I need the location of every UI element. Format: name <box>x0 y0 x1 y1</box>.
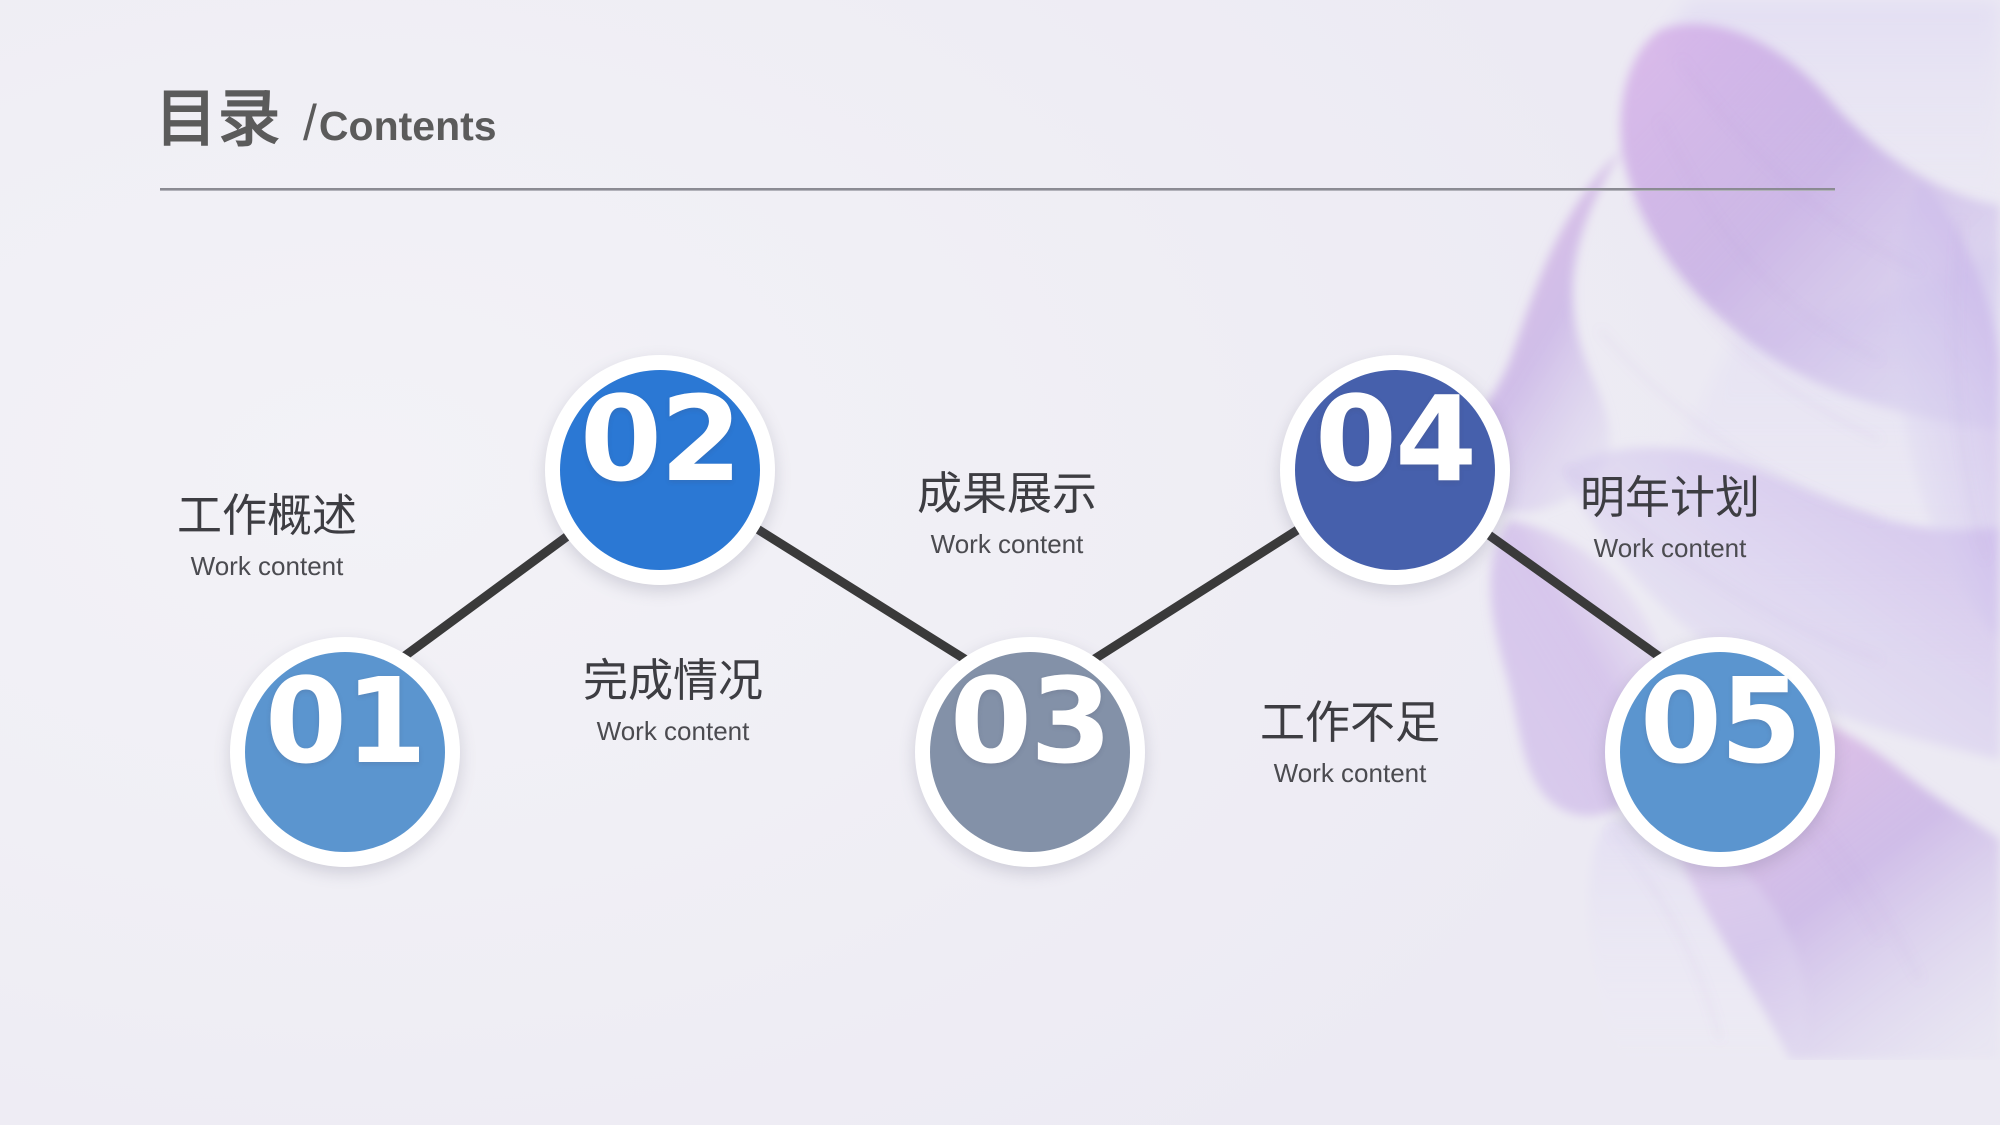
item-label-1: 工作概述 Work content <box>97 490 437 580</box>
node-disc-4 <box>1295 370 1495 570</box>
item-label-cn-2: 完成情况 <box>582 654 763 707</box>
item-label-cn-4: 工作不足 <box>1259 696 1440 749</box>
item-label-cn-1: 工作概述 <box>176 489 357 542</box>
node-number-1: 01 <box>264 652 427 790</box>
item-node-1[interactable]: 01 <box>230 637 460 867</box>
item-label-4: 工作不足 Work content <box>1180 697 1520 787</box>
node-disc-3 <box>930 652 1130 852</box>
item-node-2[interactable]: 02 <box>545 355 775 585</box>
item-label-3: 成果展示 Work content <box>837 468 1177 558</box>
item-label-en-2: Work content <box>596 715 750 746</box>
page-title-en: Contents <box>318 103 497 149</box>
item-node-3[interactable]: 03 <box>915 637 1145 867</box>
title-separator: / <box>303 95 317 151</box>
node-disc-2 <box>560 370 760 570</box>
item-label-2: 完成情况 Work content <box>503 655 843 745</box>
item-label-5: 明年计划 Work content <box>1500 472 1840 562</box>
node-number-4: 04 <box>1314 370 1477 508</box>
item-node-5[interactable]: 05 <box>1605 637 1835 867</box>
page-title-cn: 目录 <box>155 82 282 155</box>
item-label-en-5: Work content <box>1593 532 1747 563</box>
node-disc-5 <box>1620 652 1820 852</box>
item-label-en-3: Work content <box>930 528 1084 559</box>
item-label-cn-3: 成果展示 <box>916 467 1097 520</box>
node-disc-1 <box>245 652 445 852</box>
node-number-2: 02 <box>579 370 742 508</box>
item-label-en-4: Work content <box>1273 757 1427 788</box>
item-node-4[interactable]: 04 <box>1280 355 1510 585</box>
page-title: 目录 / Contents <box>155 88 497 150</box>
item-label-cn-5: 明年计划 <box>1579 471 1760 524</box>
node-number-3: 03 <box>949 652 1112 790</box>
node-number-5: 05 <box>1639 652 1802 790</box>
item-label-en-1: Work content <box>190 550 344 581</box>
title-divider <box>160 188 1835 191</box>
